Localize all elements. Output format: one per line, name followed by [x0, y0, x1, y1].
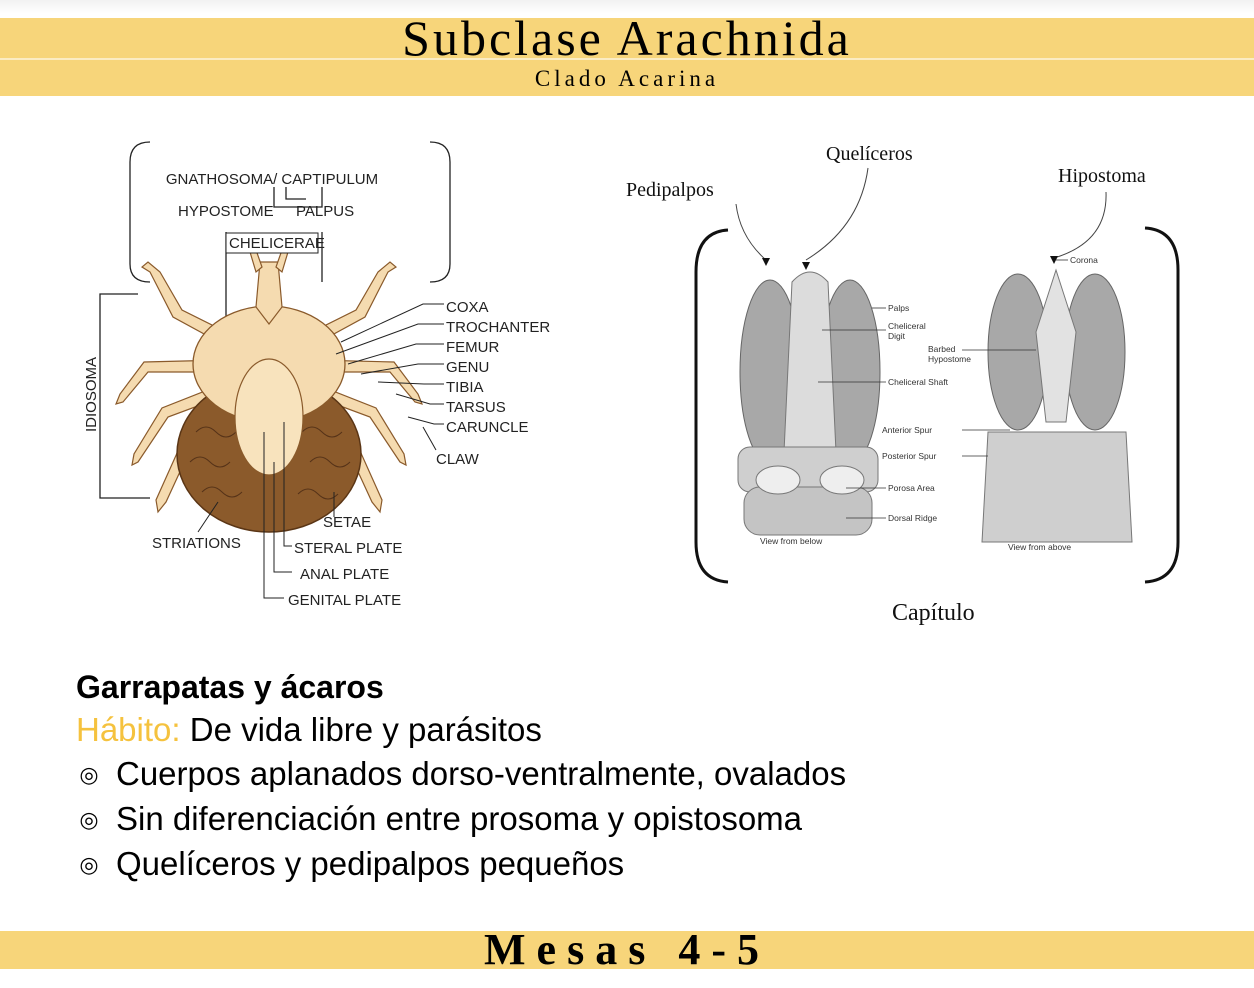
label-cheliceral-digit-1: Cheliceral [888, 321, 926, 331]
capitulum-bracket-left [694, 228, 729, 584]
tick-hypostome [255, 261, 283, 325]
label-pedipalpos: Pedipalpos [626, 179, 714, 201]
label-corona: Corona [1070, 255, 1098, 265]
footer-text: Mesas 4-5 [484, 925, 770, 974]
list-item: ◎ Sin diferenciación entre prosoma y opis… [76, 797, 1176, 842]
capitulum-view-below [737, 271, 881, 536]
capitulum-view-above [981, 268, 1133, 543]
label-hypostome: HYPOSTOME [178, 203, 274, 220]
label-barbed-1: Barbed [928, 344, 956, 354]
bullet-icon: ◎ [79, 762, 99, 787]
footer-band [0, 931, 1254, 969]
label-femur: FEMUR [446, 339, 499, 356]
label-striations: STRIATIONS [152, 535, 241, 552]
label-tibia: TIBIA [446, 379, 484, 396]
label-view-below: View from below [760, 536, 823, 546]
tick-ventral-plate [234, 358, 304, 476]
label-tarsus: TARSUS [446, 399, 506, 416]
idiosoma-bracket [99, 293, 150, 499]
list-item-text: Quelíceros y pedipalpos pequeños [116, 845, 625, 882]
list-item-text: Sin diferenciación entre prosoma y opist… [116, 800, 803, 837]
label-chelicerae: CHELICERAE [229, 235, 325, 252]
tick-anatomy-diagram: GNATHOSOMA/ CAPTIPULUM HYPOSTOME PALPUS … [83, 141, 550, 609]
slide-title: Subclase Arachnida [402, 10, 852, 66]
capitulum-diagram: Quelíceros Pedipalpos Hipostoma Palps Ch… [626, 143, 1180, 626]
label-posterior-spur: Posterior Spur [882, 451, 936, 461]
label-trochanter: TROCHANTER [446, 319, 550, 336]
label-view-above: View from above [1008, 542, 1071, 552]
gnathosoma-bracket-left [129, 141, 151, 283]
label-genu: GENU [446, 359, 489, 376]
label-hipostoma: Hipostoma [1058, 165, 1146, 187]
list-item: ◎ Quelíceros y pedipalpos pequeños [76, 842, 1176, 887]
feature-list: ◎ Cuerpos aplanados dorso-ventralmente, o… [76, 752, 1176, 887]
barbed-hypostome-shape [1035, 268, 1077, 423]
label-queliceros: Quelíceros [826, 143, 913, 165]
label-gnathosoma: GNATHOSOMA/ CAPTIPULUM [166, 171, 378, 188]
label-capitulo: Capítulo [892, 600, 975, 626]
label-anal-plate: ANAL PLATE [300, 566, 389, 583]
cheliceral-shaft-shape [783, 271, 837, 453]
label-palps: Palps [888, 303, 909, 313]
bullet-icon: ◎ [79, 807, 99, 832]
label-claw: CLAW [436, 451, 480, 468]
label-idiosoma: IDIOSOMA [83, 357, 100, 432]
content-heading: Garrapatas y ácaros [76, 669, 384, 705]
label-coxa: COXA [446, 299, 489, 316]
capitulum-bracket-right [1144, 226, 1180, 584]
habit-line: Hábito: De vida libre y parásitos [76, 708, 1176, 752]
label-barbed-2: Hypostome [928, 354, 971, 364]
label-cheliceral-digit-2: Digit [888, 331, 906, 341]
label-anterior-spur: Anterior Spur [882, 425, 932, 435]
habit-label: Hábito: [76, 711, 181, 748]
bullet-icon: ◎ [79, 852, 99, 877]
label-genital-plate: GENITAL PLATE [288, 592, 401, 609]
header-band [0, 18, 1254, 96]
slide-subtitle: Clado Acarina [534, 66, 720, 91]
label-caruncle: CARUNCLE [446, 419, 529, 436]
habit-text: De vida libre y parásitos [180, 711, 542, 748]
label-porosa-area: Porosa Area [888, 483, 935, 493]
header-title-wrap: Subclase Arachnida [0, 10, 1254, 66]
label-dorsal-ridge: Dorsal Ridge [888, 513, 937, 523]
gnathosoma-bracket-right [429, 141, 451, 283]
label-steral-plate: STERAL PLATE [294, 540, 402, 557]
chelicerae-box [225, 232, 319, 254]
label-palpus: PALPUS [296, 203, 354, 220]
list-item-text: Cuerpos aplanados dorso-ventralmente, ov… [116, 755, 847, 792]
list-item: ◎ Cuerpos aplanados dorso-ventralmente, o… [76, 752, 1176, 797]
label-cheliceral-shaft: Cheliceral Shaft [888, 377, 949, 387]
label-setae: SETAE [323, 514, 371, 531]
content-block: Garrapatas y ácaros Hábito: De vida libr… [76, 666, 1176, 887]
